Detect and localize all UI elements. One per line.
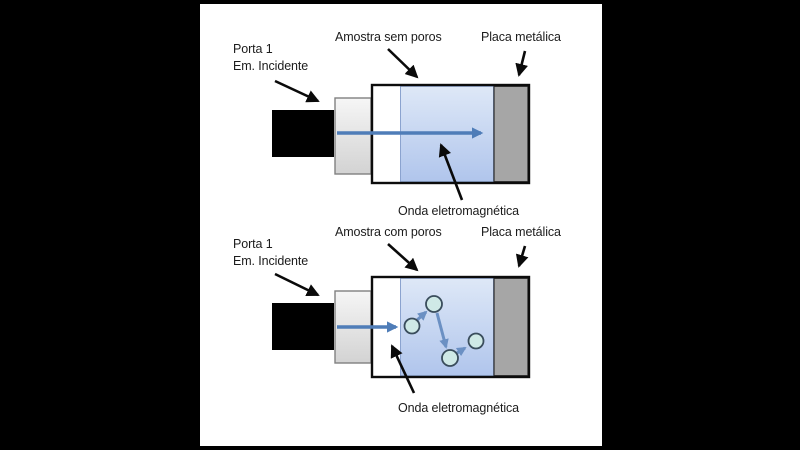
wave-pointer-arrow bbox=[390, 344, 416, 394]
waveguide-port-block bbox=[272, 110, 334, 157]
pore-circle bbox=[467, 332, 485, 350]
scatter-arrow-1 bbox=[414, 310, 428, 323]
sample-label-bottom: Amostra com poros bbox=[335, 225, 442, 239]
wave-label-top: Onda eletromagnética bbox=[398, 204, 519, 218]
metal-plate bbox=[493, 85, 529, 183]
pore-circle bbox=[403, 317, 421, 335]
plate-pointer-arrow bbox=[515, 245, 529, 268]
waveguide-flange bbox=[334, 97, 372, 175]
scatter-arrow-3 bbox=[455, 346, 467, 357]
port-label-bottom: Porta 1 Em. Incidente bbox=[233, 236, 308, 269]
plate-label-bottom: Placa metálica bbox=[481, 225, 561, 239]
pore-circle bbox=[425, 295, 443, 313]
waveguide-port-block bbox=[272, 303, 334, 350]
plate-label-top: Placa metálica bbox=[481, 30, 561, 44]
diagram-no-pores bbox=[272, 48, 531, 201]
port-label-line1: Porta 1 bbox=[233, 237, 273, 251]
metal-plate bbox=[493, 277, 529, 377]
wave-label-bottom: Onda eletromagnética bbox=[398, 401, 519, 415]
port-label-line1: Porta 1 bbox=[233, 42, 273, 56]
sample-pointer-arrow bbox=[387, 48, 419, 79]
scatter-arrow-2 bbox=[435, 312, 449, 349]
sample-pointer-arrow bbox=[387, 243, 419, 272]
wave-pointer-arrow bbox=[438, 143, 464, 201]
diagram-with-pores bbox=[272, 243, 531, 394]
sample-label-top: Amostra sem poros bbox=[335, 30, 442, 44]
port-label-line2: Em. Incidente bbox=[233, 253, 309, 268]
pore-circle bbox=[441, 349, 459, 367]
port-label-line2: Em. Incidente bbox=[233, 58, 309, 73]
plate-pointer-arrow bbox=[515, 50, 528, 77]
port-label-top: Porta 1 Em. Incidente bbox=[233, 41, 308, 74]
port-pointer-arrow bbox=[274, 272, 320, 297]
port-pointer-arrow bbox=[274, 79, 320, 103]
